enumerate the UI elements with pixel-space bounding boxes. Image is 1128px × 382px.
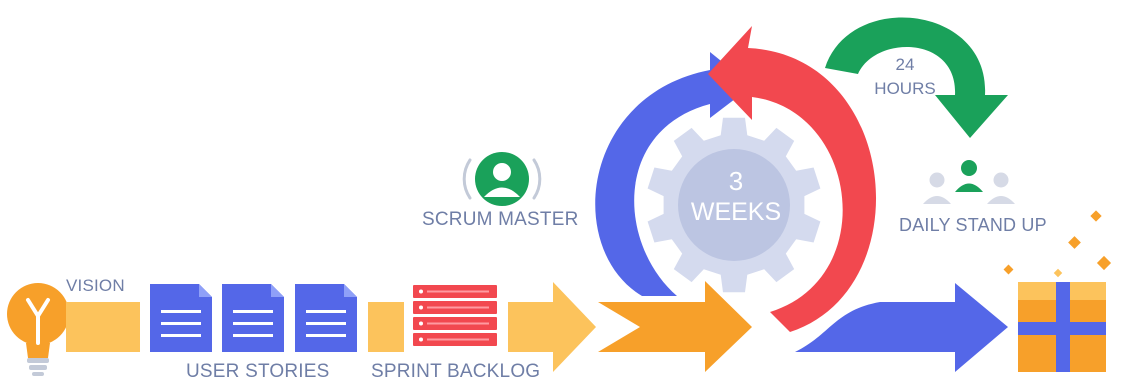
daily-stand-up-label: DAILY STAND UP <box>899 215 1047 235</box>
backlog-list-icon <box>413 285 497 346</box>
output-arrow <box>795 283 1008 372</box>
sprint-length-unit: WEEKS <box>690 198 782 226</box>
vision-block <box>66 302 140 352</box>
sprint-length-number: 3 <box>728 166 744 196</box>
scrum-master-label: SCRUM MASTER <box>422 209 579 230</box>
document-icon <box>222 284 284 352</box>
scrum-master-icon <box>462 152 542 206</box>
user-stories-label: USER STORIES <box>186 361 330 382</box>
standup-interval-number: 24 <box>895 55 915 74</box>
user-icon <box>475 152 529 206</box>
document-icon <box>295 284 357 352</box>
sprint-input-arrow <box>508 282 596 372</box>
connector-block <box>368 302 404 352</box>
sprint-cycle-red-arrow <box>708 26 877 332</box>
document-icon <box>150 284 212 352</box>
vision-label: VISION <box>66 276 125 295</box>
standup-interval-unit: HOURS <box>874 79 936 98</box>
sprint-cycle-blue-arrow <box>595 52 752 296</box>
team-icon <box>923 160 1015 204</box>
product-box-icon <box>1018 282 1106 372</box>
lightbulb-icon <box>7 283 69 376</box>
gear-icon <box>647 117 821 293</box>
daily-cycle-green-arrow <box>825 17 1008 138</box>
sprint-main-arrow <box>598 281 752 372</box>
sprint-backlog-label: SPRINT BACKLOG <box>371 361 541 382</box>
